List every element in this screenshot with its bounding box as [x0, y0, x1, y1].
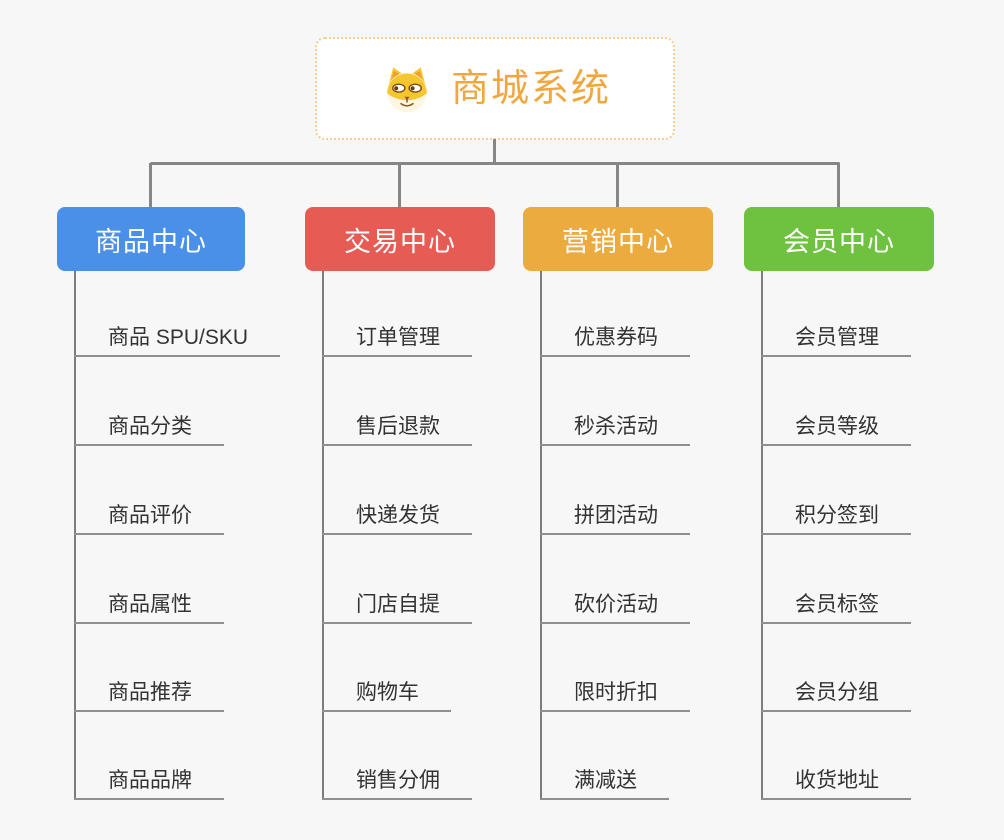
root-node-mall-system[interactable]: 商城系统: [315, 37, 675, 140]
leaf-node[interactable]: 商品评价: [74, 505, 224, 535]
connector-root-drop: [493, 139, 496, 164]
branch-trunk-line: [322, 271, 324, 800]
leaf-node[interactable]: 销售分佣: [322, 770, 472, 800]
branch-header-label: 营销中心: [562, 226, 674, 257]
connector-drop-trade: [398, 163, 401, 208]
leaf-node[interactable]: 商品分类: [74, 416, 224, 446]
leaf-node[interactable]: 商品 SPU/SKU: [74, 327, 281, 357]
connector-drop-members: [837, 163, 840, 208]
branch-products: 商品中心 商品 SPU/SKU 商品分类 商品评价 商品属性 商品推荐 商品品牌: [57, 207, 307, 827]
root-title: 商城系统: [450, 67, 611, 110]
branch-header-label: 交易中心: [344, 226, 456, 257]
branch-trunk-line: [540, 271, 542, 800]
branch-trunk-line: [74, 271, 76, 800]
leaf-node[interactable]: 售后退款: [322, 416, 472, 446]
leaf-node[interactable]: 限时折扣: [540, 682, 690, 712]
leaf-node[interactable]: 会员标签: [761, 594, 911, 624]
leaf-node[interactable]: 会员分组: [761, 682, 911, 712]
branch-header-label: 会员中心: [783, 226, 895, 257]
branch-marketing: 营销中心 优惠券码 秒杀活动 拼团活动 砍价活动 限时折扣 满减送: [523, 207, 773, 827]
leaf-node[interactable]: 砍价活动: [540, 594, 690, 624]
leaf-node[interactable]: 商品属性: [74, 594, 224, 624]
branch-members: 会员中心 会员管理 会员等级 积分签到 会员标签 会员分组 收货地址: [744, 207, 994, 827]
leaf-node[interactable]: 优惠券码: [540, 327, 690, 357]
leaf-node[interactable]: 秒杀活动: [540, 416, 690, 446]
connector-drop-products: [149, 163, 152, 208]
branch-header-label: 商品中心: [95, 226, 207, 257]
branch-trunk-line: [761, 271, 763, 800]
leaf-node[interactable]: 商品品牌: [74, 770, 224, 800]
branch-header-trade[interactable]: 交易中心: [305, 207, 495, 271]
leaf-node[interactable]: 商品推荐: [74, 682, 224, 712]
leaf-node[interactable]: 购物车: [322, 682, 451, 712]
leaf-node[interactable]: 收货地址: [761, 770, 911, 800]
branch-header-products[interactable]: 商品中心: [57, 207, 245, 271]
leaf-node[interactable]: 门店自提: [322, 594, 472, 624]
leaf-node[interactable]: 积分签到: [761, 505, 911, 535]
leaf-node[interactable]: 快递发货: [322, 505, 472, 535]
leaf-node[interactable]: 会员等级: [761, 416, 911, 446]
leaf-node[interactable]: 满减送: [540, 770, 669, 800]
connector-horizontal-bus: [150, 162, 840, 165]
leaf-node[interactable]: 订单管理: [322, 327, 472, 357]
leaf-node[interactable]: 拼团活动: [540, 505, 690, 535]
branch-trade: 交易中心 订单管理 售后退款 快递发货 门店自提 购物车 销售分佣: [305, 207, 555, 827]
leaf-node[interactable]: 会员管理: [761, 327, 911, 357]
connector-drop-marketing: [616, 163, 619, 208]
branch-header-marketing[interactable]: 营销中心: [523, 207, 713, 271]
branch-header-members[interactable]: 会员中心: [744, 207, 934, 271]
dog-face-icon: [387, 66, 427, 112]
